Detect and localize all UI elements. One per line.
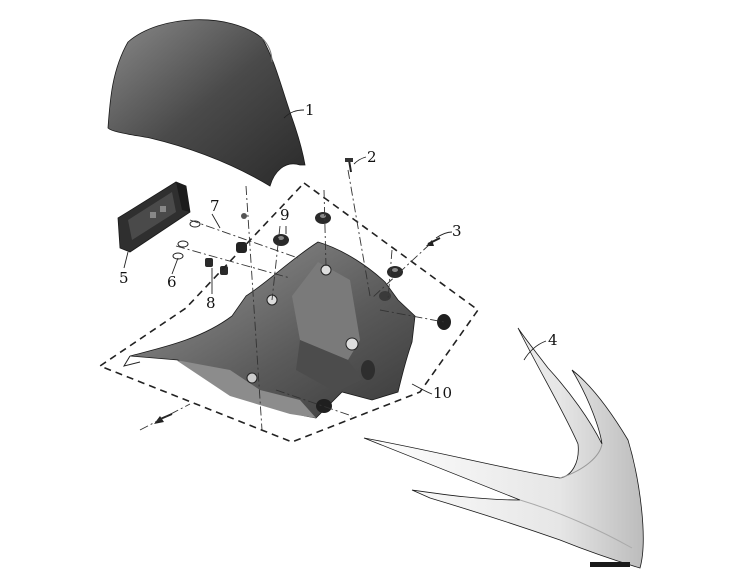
windscreen [107,19,306,187]
assembly-centerlines [139,169,445,431]
instrument-meter [117,181,191,253]
callout-10: 10 [433,384,452,402]
bolt-part-2 [345,158,353,173]
lower-screw [154,413,173,424]
meter-fasteners [172,213,247,275]
rubber-grommets [273,212,451,413]
callout-6: 6 [167,273,177,291]
bolt-part-3 [426,237,441,246]
callout-1: 1 [305,101,315,119]
callout-labels: 1 2 3 4 5 6 7 8 9 10 [119,101,558,402]
callout-2: 2 [367,148,377,166]
front-fairing [363,327,644,569]
front-bracket [122,241,416,419]
callout-leaders [123,109,547,395]
callout-7: 7 [210,197,220,215]
callout-3: 3 [452,222,462,240]
callout-9: 9 [280,206,290,224]
callout-5: 5 [119,269,129,287]
callout-8: 8 [206,294,216,312]
callout-4: 4 [548,331,558,349]
